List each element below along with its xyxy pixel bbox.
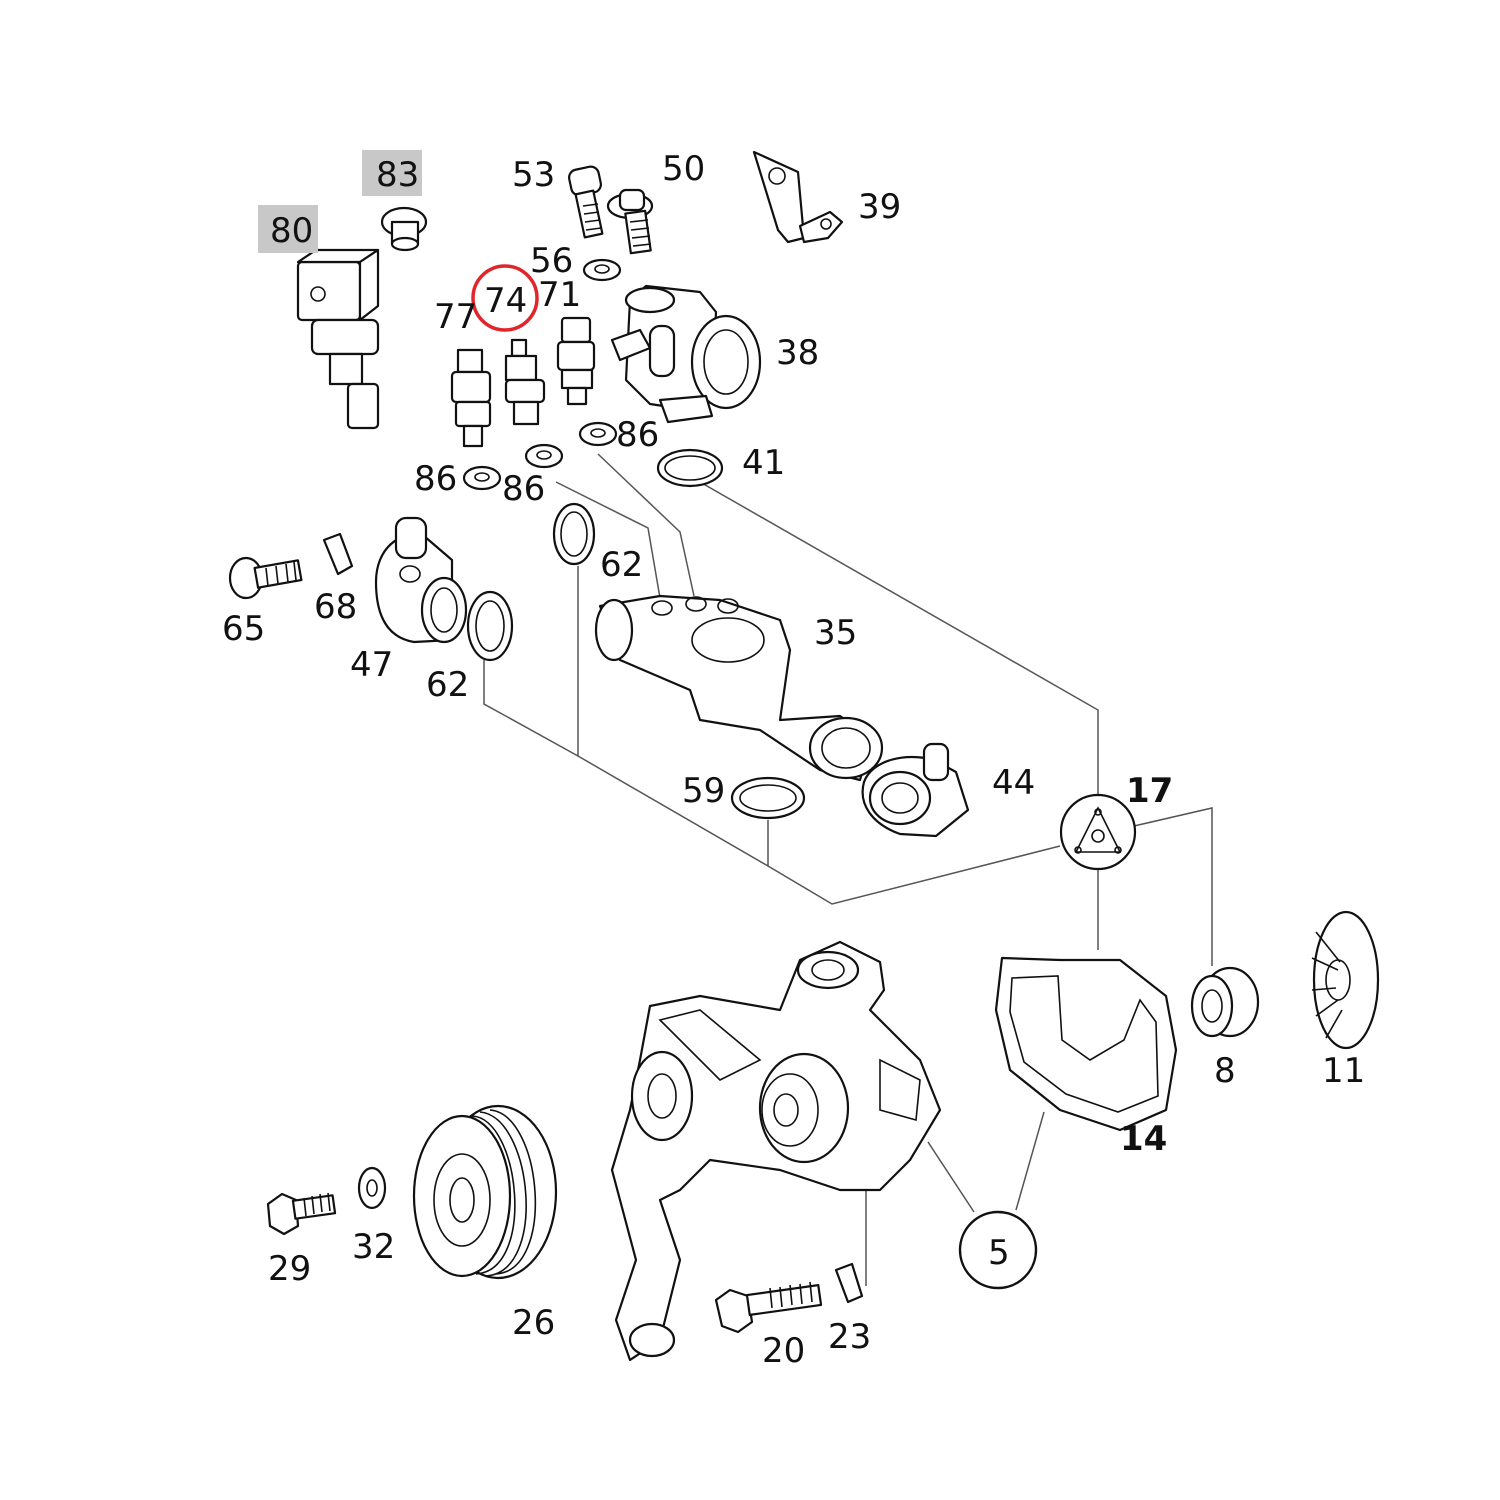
part-29-bolt — [266, 1192, 337, 1236]
part-41-seal-ring — [656, 448, 724, 488]
label-59: 59 — [682, 771, 725, 811]
label-35: 35 — [814, 613, 857, 653]
part-38-thermostat-housing — [610, 284, 762, 424]
part-11-impeller — [1311, 910, 1380, 1050]
callout-circle-5 — [958, 1210, 1038, 1290]
label-50: 50 — [662, 149, 705, 189]
part-8-seal — [1190, 966, 1260, 1038]
label-74: 74 — [484, 281, 527, 321]
part-62-o-ring-a — [552, 502, 596, 566]
label-47: 47 — [350, 645, 393, 685]
part-59-seal — [730, 776, 806, 820]
part-17-gasket-kit — [1059, 793, 1137, 871]
label-62-a: 62 — [600, 545, 643, 585]
part-20-bolt — [714, 1281, 823, 1334]
label-29: 29 — [268, 1249, 311, 1289]
part-39-bracket — [752, 150, 844, 244]
label-39: 39 — [858, 187, 901, 227]
label-14: 14 — [1120, 1119, 1167, 1159]
part-65-bolt — [228, 556, 303, 600]
label-5: 5 — [988, 1233, 1010, 1273]
label-65: 65 — [222, 609, 265, 649]
label-71: 71 — [538, 275, 581, 315]
part-53-bolt — [568, 165, 604, 239]
part-44-elbow — [861, 742, 970, 838]
label-38: 38 — [776, 333, 819, 373]
part-26-pulley — [412, 1104, 558, 1280]
part-5-water-pump — [610, 940, 942, 1362]
label-41: 41 — [742, 443, 785, 483]
part-86-washer-b — [524, 443, 564, 469]
label-20: 20 — [762, 1331, 805, 1371]
label-17: 17 — [1126, 771, 1173, 811]
label-77: 77 — [434, 297, 477, 337]
label-83-shade — [362, 150, 422, 196]
label-86-a: 86 — [616, 415, 659, 455]
label-83: 83 — [376, 155, 419, 195]
part-80-temperature-sensor — [296, 248, 380, 430]
part-number-labels: 83 80 53 50 39 56 74 71 77 38 86 41 86 8… — [222, 149, 1365, 1371]
label-86-b: 86 — [414, 459, 457, 499]
part-71-sensor — [556, 316, 596, 406]
label-53: 53 — [512, 155, 555, 195]
part-77-sensor — [450, 348, 492, 448]
label-62-b: 62 — [426, 665, 469, 705]
label-68: 68 — [314, 587, 357, 627]
part-86-washer-a — [578, 421, 618, 447]
part-14-gasket — [994, 956, 1178, 1132]
highlight-circle-74 — [471, 264, 539, 332]
label-86-c: 86 — [502, 469, 545, 509]
label-56: 56 — [530, 241, 573, 281]
part-47-elbow-pipe — [374, 516, 468, 644]
part-74-sensor — [504, 338, 546, 426]
part-86-washer-c — [462, 465, 502, 491]
part-23-washer — [834, 1262, 864, 1304]
part-56-washer — [582, 258, 622, 282]
label-44: 44 — [992, 763, 1035, 803]
part-35-coolant-pipe — [594, 594, 884, 782]
part-68-washer — [322, 532, 354, 576]
part-32-washer — [357, 1166, 387, 1210]
label-11: 11 — [1322, 1051, 1365, 1091]
label-23: 23 — [828, 1317, 871, 1357]
label-32: 32 — [352, 1227, 395, 1267]
label-80-shade — [258, 205, 318, 253]
label-8: 8 — [1214, 1051, 1236, 1091]
part-50-bolt — [606, 188, 654, 255]
part-62-o-ring-b — [466, 590, 514, 662]
label-26: 26 — [512, 1303, 555, 1343]
part-83-plug — [380, 206, 428, 252]
label-80: 80 — [270, 211, 313, 251]
leader-lines — [483, 453, 1213, 1286]
